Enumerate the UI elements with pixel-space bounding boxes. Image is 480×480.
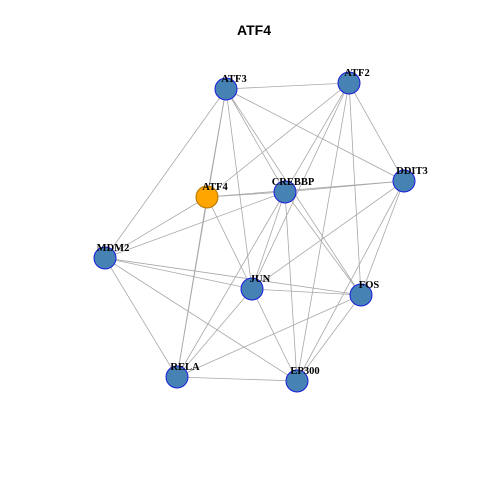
edge-atf2-atf4: [206, 82, 350, 198]
edge-ddit3-fos: [360, 180, 405, 296]
edge-jun-fos: [251, 288, 362, 296]
diagram-title: ATF4: [237, 22, 271, 38]
edge-atf2-ep300: [296, 82, 350, 382]
nodes-layer: [93, 71, 416, 393]
edge-atf3-ddit3: [225, 88, 405, 182]
edge-mdm2-ep300: [104, 257, 298, 382]
node-rela: [165, 365, 189, 389]
edge-atf2-jun: [251, 82, 350, 290]
node-ep300: [285, 369, 309, 393]
node-atf3: [214, 77, 238, 101]
node-label-mdm2: MDM2: [97, 243, 130, 254]
edge-fos-rela: [176, 294, 362, 378]
node-fos: [349, 283, 373, 307]
edge-mdm2-fos: [104, 257, 362, 296]
node-atf4: [195, 185, 219, 209]
edge-atf4-jun: [206, 196, 253, 290]
edge-crebbp-fos: [284, 191, 362, 296]
edge-atf2-fos: [348, 82, 362, 296]
edge-crebbp-jun: [251, 191, 286, 290]
node-label-atf3: ATF3: [221, 74, 246, 85]
edge-atf3-atf2: [225, 82, 350, 90]
edge-ddit3-ep300: [296, 180, 405, 382]
edge-crebbp-mdm2: [104, 191, 286, 259]
edge-crebbp-ddit3: [284, 180, 405, 193]
edge-crebbp-ep300: [284, 191, 298, 382]
edge-ddit3-jun: [251, 180, 405, 290]
node-jun: [240, 277, 264, 301]
node-atf2: [337, 71, 361, 95]
edge-jun-ep300: [251, 288, 298, 382]
node-label-rela: RELA: [170, 362, 200, 373]
edge-atf2-ddit3: [348, 82, 405, 182]
node-label-ddit3: DDIT3: [396, 166, 428, 177]
node-crebbp: [273, 180, 297, 204]
node-label-ep300: EP300: [290, 366, 319, 377]
edge-fos-ep300: [296, 294, 362, 382]
node-label-atf2: ATF2: [344, 68, 369, 79]
node-mdm2: [93, 246, 117, 270]
edge-atf4-mdm2: [104, 196, 208, 259]
node-ddit3: [392, 169, 416, 193]
edge-atf2-crebbp: [284, 82, 350, 193]
edge-mdm2-rela: [104, 257, 178, 378]
node-label-jun: JUN: [250, 274, 271, 285]
node-label-fos: FOS: [359, 280, 380, 291]
node-label-atf4: ATF4: [202, 182, 228, 193]
edge-mdm2-jun: [104, 257, 253, 290]
edge-rela-ep300: [176, 376, 298, 382]
edge-atf3-mdm2: [104, 88, 227, 259]
edge-atf4-rela: [176, 196, 208, 378]
edge-atf3-crebbp: [225, 88, 286, 193]
node-label-crebbp: CREBBP: [272, 177, 315, 188]
edges-layer: [104, 82, 405, 382]
edge-jun-rela: [176, 288, 253, 378]
